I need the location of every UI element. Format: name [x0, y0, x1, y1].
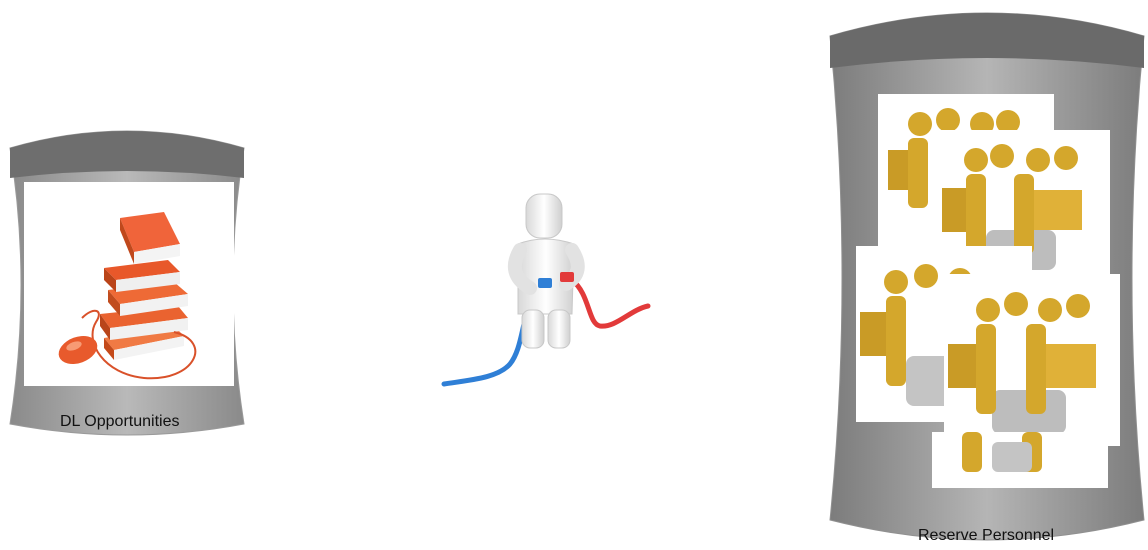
- books-image-panel: [24, 182, 234, 386]
- reserve-personnel-label: Reserve Personnel: [918, 527, 1054, 545]
- person-connecting-cables-icon: [440, 184, 652, 390]
- books-and-mouse-icon: [24, 182, 234, 386]
- people-photo-4: [944, 274, 1120, 446]
- people-at-laptops-icon: [944, 274, 1120, 446]
- dl-opportunities-label: DL Opportunities: [60, 413, 179, 431]
- center-figure: [440, 184, 652, 390]
- dl-opportunities-card: DL Opportunities: [8, 124, 246, 446]
- people-at-laptops-icon: [932, 432, 1108, 488]
- reserve-personnel-card: Reserve Personnel: [828, 8, 1146, 548]
- people-photo-5: [932, 432, 1108, 488]
